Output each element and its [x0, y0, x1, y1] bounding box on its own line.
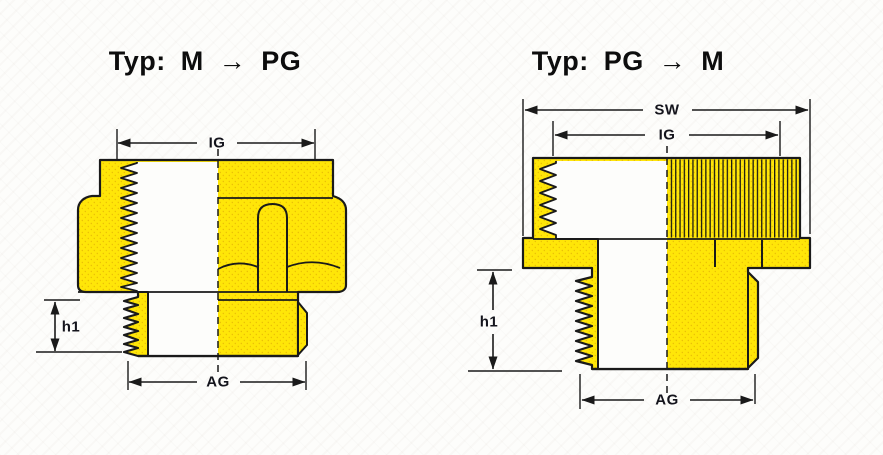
figure-pg-to-m — [468, 99, 812, 409]
figure-title-m-to-pg: Typ: M → PG — [108, 46, 302, 76]
dimension-ag — [127, 361, 307, 390]
dimension-sw — [522, 99, 811, 236]
figure-title-pg-to-m: Typ: PG → M — [531, 46, 725, 76]
stub-chamfer-facet — [297, 301, 308, 356]
hex-edge-dome — [257, 203, 288, 292]
section-interior — [121, 162, 218, 356]
dim-label-h1-right: h1 — [479, 313, 499, 331]
internal-thread-profile — [120, 162, 138, 292]
dim-label-sw-right: SW — [654, 101, 680, 119]
dimension-ag — [579, 374, 756, 409]
hex-chamfer-curve-right — [286, 261, 341, 269]
dim-label-ag-left: AG — [206, 373, 230, 391]
stub-inner-wall — [556, 238, 599, 369]
hex-chamfer-curve-left — [217, 262, 259, 270]
dimension-h1 — [36, 299, 122, 353]
dim-label-ag-right: AG — [655, 391, 679, 409]
dim-label-h1-left: h1 — [61, 318, 81, 336]
stub-inner-wall — [137, 291, 149, 356]
knurl-texture — [668, 159, 798, 238]
dimension-ig — [552, 121, 781, 156]
dim-label-ig-left: IG — [208, 134, 226, 152]
internal-thread-profile — [539, 161, 557, 239]
dimension-ig — [116, 129, 316, 159]
section-interior — [540, 161, 667, 369]
figure-m-to-pg — [36, 129, 348, 390]
dim-label-ig-right: IG — [658, 126, 676, 144]
dimension-h1 — [468, 269, 562, 372]
